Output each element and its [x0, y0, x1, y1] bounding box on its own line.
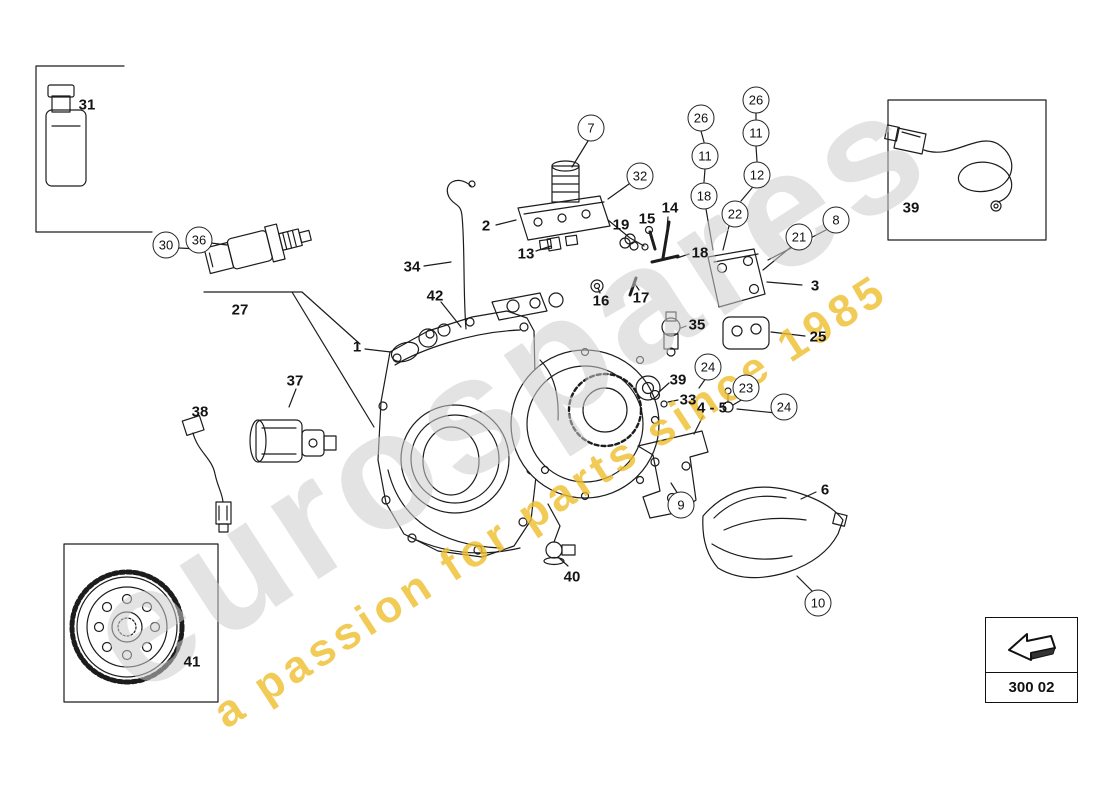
callout-11b-circled: 11	[742, 119, 770, 147]
gearbox-housing-drawing	[377, 292, 661, 558]
wiring-harness-drawing	[884, 124, 1013, 212]
bolt-drawing	[649, 389, 668, 408]
callout-25: 25	[809, 328, 827, 346]
clutch-gear-drawing	[69, 569, 185, 685]
callout-40: 40	[563, 568, 581, 586]
heat-shield-drawing	[702, 486, 848, 579]
part-code-box: 300 02	[985, 617, 1078, 703]
callout-36-circled: 36	[185, 226, 213, 254]
callout-37: 37	[286, 372, 304, 390]
callout-27: 27	[231, 301, 249, 319]
linkage-hardware-drawing	[590, 220, 680, 297]
callout-38: 38	[191, 403, 209, 421]
callout-1: 1	[352, 338, 362, 356]
callout-19: 19	[612, 216, 630, 234]
callout-33: 33	[679, 391, 697, 409]
callout-18: 18	[691, 244, 709, 262]
callout-23-circled: 23	[732, 374, 760, 402]
inset-frames	[35, 65, 1047, 703]
callout-30-circled: 30	[152, 231, 180, 259]
bottle-inset-frame	[35, 65, 153, 233]
callout-39-inset: 39	[902, 199, 920, 217]
callout-6: 6	[820, 481, 830, 499]
callout-26b-circled: 26	[742, 86, 770, 114]
callout-24-circled: 24	[694, 353, 722, 381]
callout-34: 34	[403, 258, 421, 276]
diagram-code: 300 02	[1008, 679, 1055, 696]
callout-4-5: 4 - 5	[696, 399, 728, 417]
callout-35: 35	[688, 316, 706, 334]
callout-14: 14	[661, 199, 679, 217]
actuator-motor-drawing	[249, 419, 337, 463]
callout-2: 2	[481, 217, 491, 235]
callout-9-circled: 9	[667, 491, 695, 519]
callout-15: 15	[638, 210, 656, 228]
callout-26-circled: 26	[687, 104, 715, 132]
speed-sensor-drawing	[543, 525, 576, 566]
oil-bottle-drawing	[45, 84, 87, 187]
callout-3: 3	[810, 277, 820, 295]
callout-31: 31	[78, 96, 96, 114]
rubber-block-drawing	[722, 316, 770, 350]
callout-39: 39	[669, 371, 687, 389]
callout-16: 16	[592, 292, 610, 310]
oil-sensor-drawing	[661, 311, 681, 357]
callout-12-circled: 12	[743, 161, 771, 189]
callout-18-circled: 18	[690, 182, 718, 210]
callout-21-circled: 21	[785, 223, 813, 251]
direction-arrow-icon	[986, 618, 1077, 673]
callout-42: 42	[426, 287, 444, 305]
callout-24b-circled: 24	[770, 393, 798, 421]
callout-17: 17	[632, 289, 650, 307]
callout-10-circled: 10	[804, 589, 832, 617]
callout-13: 13	[517, 245, 535, 263]
callout-32-circled: 32	[626, 162, 654, 190]
callout-41: 41	[183, 653, 201, 671]
solenoid-valve-drawing	[203, 223, 312, 275]
sensor-cable-drawing	[181, 414, 232, 533]
gear-inset-frame	[63, 543, 219, 703]
bracket-plate-drawing	[707, 248, 766, 308]
cable-inset-frame	[887, 99, 1047, 241]
callout-7-circled: 7	[577, 114, 605, 142]
callout-11-circled: 11	[691, 142, 719, 170]
callout-8-circled: 8	[822, 206, 850, 234]
oil-pipe-drawing	[446, 179, 476, 330]
callout-22-circled: 22	[721, 200, 749, 228]
leader-lines	[178, 112, 827, 592]
breather-plug-drawing	[722, 387, 734, 413]
